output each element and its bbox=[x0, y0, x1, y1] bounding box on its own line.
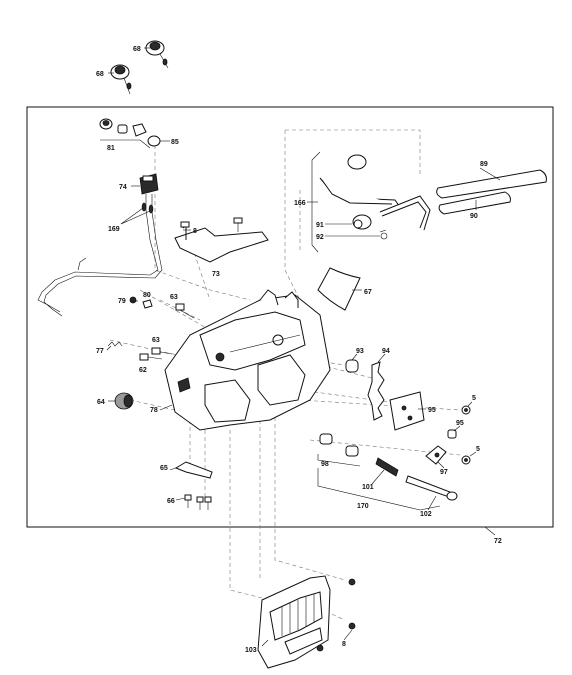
label-92: 92 bbox=[316, 234, 324, 241]
part-97-tensioner bbox=[425, 445, 447, 465]
part-98-bushings bbox=[317, 433, 361, 467]
leader-72 bbox=[484, 526, 496, 536]
label-80: 80 bbox=[143, 292, 151, 299]
label-68-lower: 68 bbox=[96, 71, 104, 78]
label-63-lower: 63 bbox=[152, 337, 160, 344]
label-5-upper: 5 bbox=[472, 395, 476, 402]
label-8-upper: 8 bbox=[193, 228, 197, 235]
label-102: 102 bbox=[420, 511, 432, 518]
part-62-screw bbox=[139, 353, 163, 361]
part-73-plate bbox=[174, 227, 269, 263]
label-95-lower: 95 bbox=[456, 420, 464, 427]
leader-170 bbox=[317, 468, 441, 511]
part-63-screw-lower bbox=[151, 347, 173, 355]
label-65: 65 bbox=[160, 465, 168, 472]
part-101-spring bbox=[375, 457, 399, 477]
label-72: 72 bbox=[494, 538, 502, 545]
label-64: 64 bbox=[97, 399, 105, 406]
label-73: 73 bbox=[212, 271, 220, 278]
label-91: 91 bbox=[316, 222, 324, 229]
label-62: 62 bbox=[139, 367, 147, 374]
label-74: 74 bbox=[119, 184, 127, 191]
label-68-upper: 68 bbox=[133, 46, 141, 53]
part-8-screws-upper bbox=[180, 217, 243, 240]
label-94: 94 bbox=[382, 348, 390, 355]
part-65-bracket bbox=[174, 461, 213, 479]
part-80-clip bbox=[142, 299, 153, 309]
part-90-tube bbox=[438, 191, 511, 215]
part-66-screws bbox=[184, 494, 212, 510]
label-81: 81 bbox=[107, 145, 115, 152]
part-5-nut-upper bbox=[461, 405, 471, 415]
part-79-nut bbox=[129, 296, 137, 304]
part-94-spring-plate bbox=[367, 361, 385, 421]
part-5-nut-lower bbox=[461, 455, 471, 465]
part-68-knob-lower bbox=[110, 64, 132, 95]
label-169: 169 bbox=[108, 226, 120, 233]
label-leaders bbox=[106, 47, 501, 647]
part-95-pin bbox=[447, 429, 457, 439]
part-68-knob-upper bbox=[145, 40, 169, 69]
label-77: 77 bbox=[96, 348, 104, 355]
part-166-rod bbox=[319, 154, 431, 231]
part-95-plate bbox=[389, 391, 425, 431]
assembly-frame bbox=[26, 106, 554, 528]
part-102-bar bbox=[405, 475, 458, 501]
label-95-upper: 95 bbox=[428, 407, 436, 414]
part-67-shield bbox=[317, 267, 361, 311]
part-81-bushings bbox=[99, 118, 151, 149]
label-78: 78 bbox=[150, 407, 158, 414]
part-78-crankcase bbox=[164, 289, 331, 431]
label-8-lower: 8 bbox=[342, 641, 346, 648]
label-63-upper: 63 bbox=[170, 294, 178, 301]
label-5-lower: 5 bbox=[476, 446, 480, 453]
part-85-cap bbox=[147, 135, 161, 147]
part-92-clip bbox=[379, 229, 388, 240]
label-101: 101 bbox=[362, 484, 374, 491]
label-93: 93 bbox=[356, 348, 364, 355]
label-79: 79 bbox=[118, 298, 126, 305]
label-97: 97 bbox=[440, 469, 448, 476]
label-89: 89 bbox=[480, 161, 488, 168]
part-63-screw-upper bbox=[175, 303, 195, 319]
part-77-spring bbox=[107, 341, 123, 347]
part-74-switch bbox=[139, 173, 159, 195]
part-93-bushing bbox=[345, 359, 359, 373]
label-170: 170 bbox=[357, 503, 369, 510]
part-103-cover bbox=[257, 575, 356, 669]
label-85: 85 bbox=[171, 139, 179, 146]
label-166: 166 bbox=[294, 200, 306, 207]
part-89-tube bbox=[436, 169, 547, 199]
part-64-cap bbox=[114, 392, 134, 410]
part-number-labels: 68 68 81 85 74 169 8 73 79 80 63 77 63 6… bbox=[96, 46, 502, 654]
part-169-wiring-harness bbox=[37, 194, 163, 317]
label-98: 98 bbox=[321, 461, 329, 468]
label-67: 67 bbox=[364, 289, 372, 296]
part-91-grommet bbox=[352, 214, 372, 230]
label-90: 90 bbox=[470, 213, 478, 220]
label-103: 103 bbox=[245, 647, 257, 654]
label-66: 66 bbox=[167, 498, 175, 505]
